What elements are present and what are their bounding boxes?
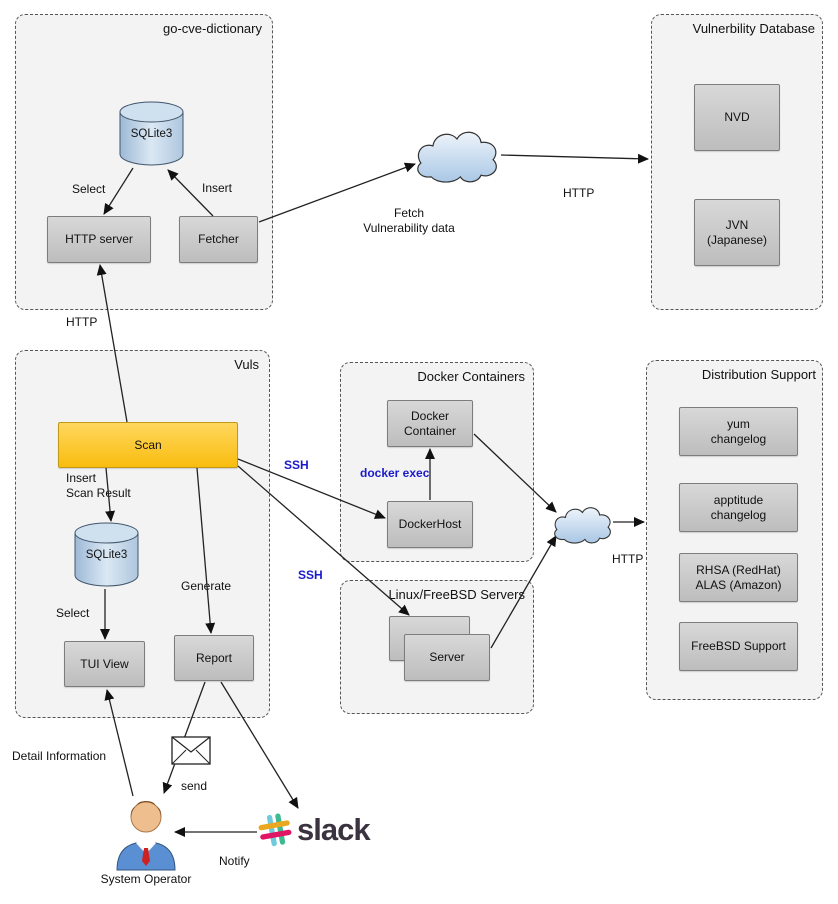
cloud-icon bbox=[554, 507, 611, 544]
slack-logo: slack bbox=[256, 811, 371, 849]
node-fetcher: Fetcher bbox=[179, 216, 258, 263]
node-apptitude-changelog: apptitude changelog bbox=[679, 483, 798, 532]
vuls-sqlite3-label: SQLite3 bbox=[85, 549, 128, 561]
node-docker-container: Docker Container bbox=[387, 400, 473, 447]
edge-label-docker-exec: docker exec bbox=[360, 466, 430, 480]
cloud-icon bbox=[417, 131, 497, 183]
database-cylinder-cve-sqlite3: SQLite3 bbox=[119, 101, 184, 167]
group-title-linux-freebsd-servers: Linux/FreeBSD Servers bbox=[388, 587, 525, 602]
node-docker-host: DockerHost bbox=[387, 501, 473, 548]
node-freebsd-support: FreeBSD Support bbox=[679, 622, 798, 671]
mail-envelope-icon bbox=[171, 736, 211, 765]
edge-label-insert-top: Insert bbox=[202, 181, 233, 195]
node-scan: Scan bbox=[58, 422, 238, 468]
system-operator-icon bbox=[116, 801, 176, 871]
edge-label-select-bottom: Select bbox=[56, 606, 90, 620]
node-server: Server bbox=[404, 634, 490, 681]
edge-label-notify: Notify bbox=[219, 854, 250, 868]
group-title-docker-containers: Docker Containers bbox=[417, 369, 525, 384]
node-yum-changelog: yum changelog bbox=[679, 407, 798, 456]
cve-sqlite3-label: SQLite3 bbox=[130, 128, 173, 140]
edge-label-send: send bbox=[181, 779, 208, 793]
node-nvd: NVD bbox=[694, 84, 780, 151]
edge-label-ssh-linux: SSH bbox=[298, 568, 323, 582]
cylinder-shape bbox=[119, 101, 184, 166]
database-cylinder-vuls-sqlite3: SQLite3 bbox=[74, 522, 139, 588]
edge-label-insert-scan-result: Insert Scan Result bbox=[66, 471, 131, 500]
group-title-go-cve-dictionary: go-cve-dictionary bbox=[163, 21, 262, 36]
group-title-distribution-support: Distribution Support bbox=[701, 367, 816, 382]
group-title-vuls: Vuls bbox=[234, 357, 259, 372]
slack-wordmark: slack bbox=[297, 812, 371, 847]
internet-cloud-small bbox=[554, 507, 611, 544]
group-title-vulnerability-database: Vulnerbility Database bbox=[692, 21, 815, 36]
edge-label-select-top: Select bbox=[72, 182, 106, 196]
edge-cloud-to-vulndb bbox=[500, 153, 649, 164]
node-tui-view: TUI View bbox=[64, 641, 145, 687]
cylinder-shape bbox=[74, 522, 139, 587]
edge-label-ssh-docker: SSH bbox=[284, 458, 309, 472]
edge-label-http-cloud: HTTP bbox=[563, 186, 595, 200]
system-operator-label: System Operator bbox=[100, 872, 192, 886]
node-rhsa-alas: RHSA (RedHat) ALAS (Amazon) bbox=[679, 553, 798, 602]
edge-label-http-dist: HTTP bbox=[612, 552, 644, 566]
edge-label-generate: Generate bbox=[181, 579, 232, 593]
node-http-server: HTTP server bbox=[47, 216, 151, 263]
node-report: Report bbox=[174, 635, 254, 681]
edge-label-http-scan: HTTP bbox=[66, 315, 98, 329]
node-jvn: JVN (Japanese) bbox=[694, 199, 780, 266]
edge-label-detail-information: Detail Information bbox=[12, 749, 107, 763]
internet-cloud-large bbox=[417, 131, 497, 183]
edge-label-fetch: Fetch Vulnerability data bbox=[363, 206, 455, 235]
slack-hash-icon bbox=[258, 813, 292, 847]
